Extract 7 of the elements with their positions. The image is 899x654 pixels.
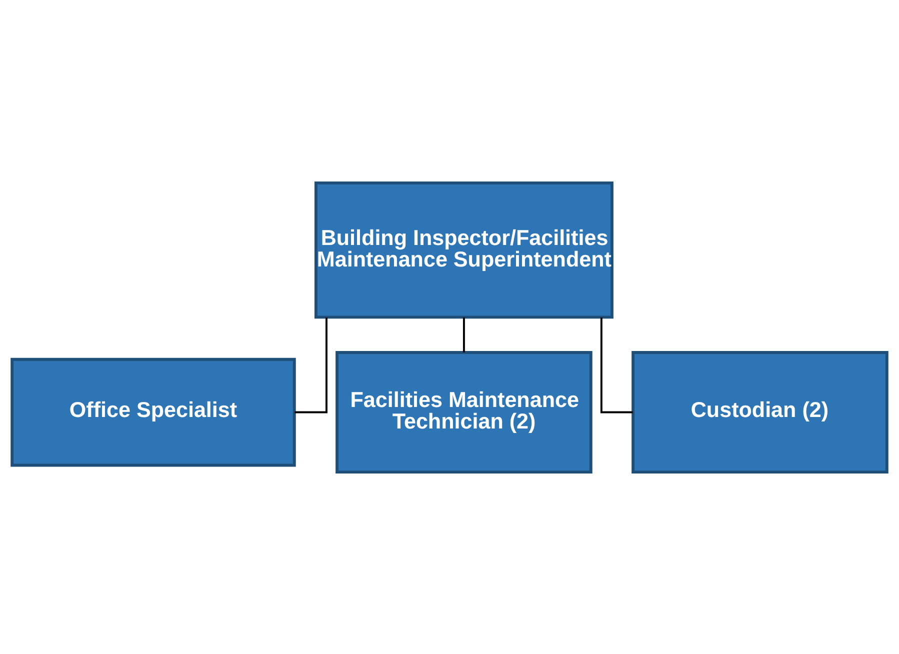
- connector: [462, 316, 465, 352]
- connector: [600, 316, 633, 413]
- connector: [294, 316, 328, 413]
- node-box: Office Specialist: [10, 357, 296, 466]
- node-box: Facilities Maintenance Technician (2): [336, 350, 592, 474]
- node-box: Custodian (2): [632, 350, 888, 474]
- node-box: Building Inspector/Facilities Maintenance Superintendent: [314, 180, 614, 318]
